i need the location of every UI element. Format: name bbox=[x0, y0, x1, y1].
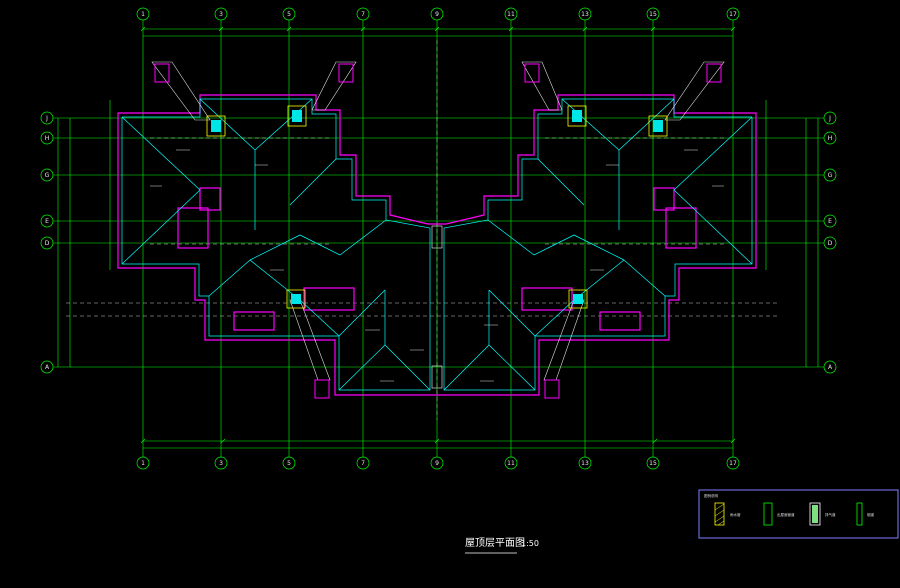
legend-frame bbox=[698, 489, 899, 539]
axis-label: 13 bbox=[581, 11, 589, 18]
axis-label: 15 bbox=[649, 460, 657, 467]
chimney-boxes bbox=[154, 63, 722, 399]
axis-label: 5 bbox=[287, 460, 291, 467]
drawing-title: 屋顶层平面图 bbox=[465, 537, 525, 549]
axis-bubble-3: 3 bbox=[214, 7, 228, 21]
axis-label: 1 bbox=[141, 11, 145, 18]
legend-label-4: 烟道 bbox=[867, 512, 875, 517]
axis-label: J bbox=[45, 115, 48, 122]
vent-shafts bbox=[206, 105, 668, 309]
axis-label: 11 bbox=[507, 11, 515, 18]
axis-label: 9 bbox=[435, 11, 439, 18]
axis-label: 1 bbox=[141, 460, 145, 467]
axis-label: E bbox=[828, 218, 832, 225]
axis-bubble-G: G bbox=[823, 168, 837, 182]
axis-bubble-D: D bbox=[823, 236, 837, 250]
center-pipes bbox=[431, 225, 443, 389]
axis-bubble-15: 15 bbox=[646, 7, 660, 21]
axis-bubble-13: 13 bbox=[578, 456, 592, 470]
legend: 图例说明 雨水管 出屋面管道 排气道 烟道 bbox=[698, 489, 899, 539]
axis-bubble-11: 11 bbox=[504, 7, 518, 21]
dimension-ticks bbox=[140, 26, 736, 444]
axis-bubble-3: 3 bbox=[214, 456, 228, 470]
legend-label-1: 雨水管 bbox=[730, 512, 741, 517]
grid-lines bbox=[47, 20, 830, 463]
axis-bubble-J: J bbox=[823, 111, 837, 125]
axis-label: 3 bbox=[219, 11, 223, 18]
legend-symbol-filled bbox=[809, 502, 821, 526]
axis-bubble-7: 7 bbox=[356, 7, 370, 21]
axis-bubble-5: 5 bbox=[282, 7, 296, 21]
axis-bubble-1: 1 bbox=[136, 456, 150, 470]
axis-label: A bbox=[828, 364, 833, 371]
legend-title: 图例说明 bbox=[704, 493, 718, 498]
axis-bubble-E: E bbox=[40, 214, 54, 228]
axis-bubble-D: D bbox=[40, 236, 54, 250]
axis-bubble-9: 9 bbox=[430, 7, 444, 21]
axis-bubble-5: 5 bbox=[282, 456, 296, 470]
axis-bubble-11: 11 bbox=[504, 456, 518, 470]
legend-label-2: 出屋面管道 bbox=[777, 512, 795, 517]
axis-bubble-A: A bbox=[823, 360, 837, 374]
axis-bubbles-right: J H G E D A bbox=[823, 111, 837, 374]
axis-label: G bbox=[828, 172, 833, 179]
axis-label: J bbox=[828, 115, 831, 122]
axis-bubble-17: 17 bbox=[726, 456, 740, 470]
axis-label: D bbox=[45, 240, 50, 247]
axis-bubble-7: 7 bbox=[356, 456, 370, 470]
axis-label: 13 bbox=[581, 460, 589, 467]
axis-bubble-13: 13 bbox=[578, 7, 592, 21]
axis-label: 17 bbox=[729, 460, 737, 467]
axis-bubble-E: E bbox=[823, 214, 837, 228]
dashed-lines bbox=[66, 40, 780, 420]
axis-label: 9 bbox=[435, 460, 439, 467]
axis-label: 7 bbox=[361, 11, 365, 18]
axis-label: 17 bbox=[729, 11, 737, 18]
axis-bubble-H: H bbox=[823, 131, 837, 145]
axis-bubble-9: 9 bbox=[430, 456, 444, 470]
axis-label: E bbox=[45, 218, 49, 225]
drawing-title-block: 屋顶层平面图 1:50 bbox=[465, 537, 539, 554]
annotation-marks bbox=[150, 149, 724, 382]
axis-label: 5 bbox=[287, 11, 291, 18]
axis-label: H bbox=[828, 135, 833, 142]
axis-label: 15 bbox=[649, 11, 657, 18]
axis-bubble-17: 17 bbox=[726, 7, 740, 21]
axis-label: 7 bbox=[361, 460, 365, 467]
axis-bubble-H: H bbox=[40, 131, 54, 145]
axis-label: H bbox=[45, 135, 50, 142]
axis-bubble-15: 15 bbox=[646, 456, 660, 470]
axis-bubbles-left: J H G E D A bbox=[40, 111, 54, 374]
drawing-scale: 1:50 bbox=[521, 539, 539, 548]
axis-label: 3 bbox=[219, 460, 223, 467]
axis-label: D bbox=[828, 240, 833, 247]
legend-symbol-hatched bbox=[714, 502, 725, 526]
axis-label: 11 bbox=[507, 460, 515, 467]
axis-bubble-1: 1 bbox=[136, 7, 150, 21]
axis-label: A bbox=[45, 364, 50, 371]
legend-symbol-outline bbox=[763, 502, 773, 526]
legend-label-3: 排气道 bbox=[825, 512, 836, 517]
axis-bubble-A: A bbox=[40, 360, 54, 374]
axis-label: G bbox=[45, 172, 50, 179]
roof-outline bbox=[121, 98, 753, 391]
legend-symbol-outline-narrow bbox=[856, 502, 863, 526]
axis-bubble-J: J bbox=[40, 111, 54, 125]
axis-bubble-G: G bbox=[40, 168, 54, 182]
